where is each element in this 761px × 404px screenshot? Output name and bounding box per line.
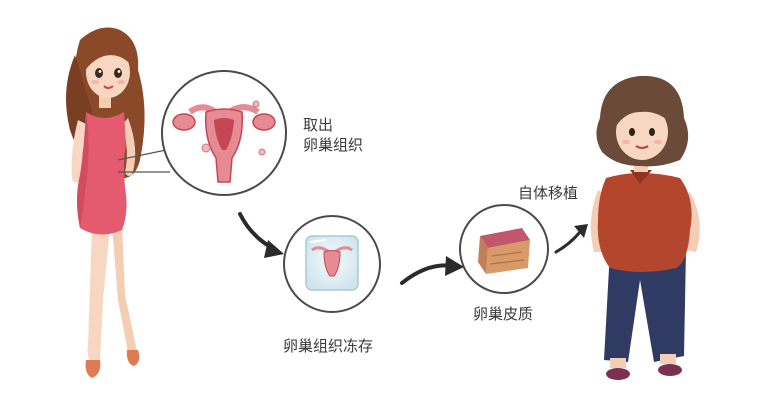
arrow-cortex-to-transplant xyxy=(554,224,588,254)
young-woman-illustration xyxy=(66,27,145,378)
cryo-circle xyxy=(283,215,381,313)
older-woman-illustration xyxy=(590,75,700,380)
cryo-label: 卵巢组织冻存 xyxy=(283,337,374,355)
arrow-cryo-to-cortex xyxy=(400,256,464,285)
extract-label-line2: 卵巢组织 xyxy=(303,136,364,154)
tissue-icon xyxy=(478,228,530,274)
uterus-icon xyxy=(172,100,276,183)
transplant-label: 自体移植 xyxy=(518,184,579,202)
arrow-extract-to-cryo xyxy=(238,212,284,258)
ice-cube-icon xyxy=(305,235,359,291)
callout-lines xyxy=(117,149,170,173)
cortex-label: 卵巢皮质 xyxy=(473,305,534,323)
extract-label-line1: 取出 xyxy=(303,116,334,134)
cortex-circle xyxy=(459,204,549,294)
uterus-circle xyxy=(161,70,287,196)
